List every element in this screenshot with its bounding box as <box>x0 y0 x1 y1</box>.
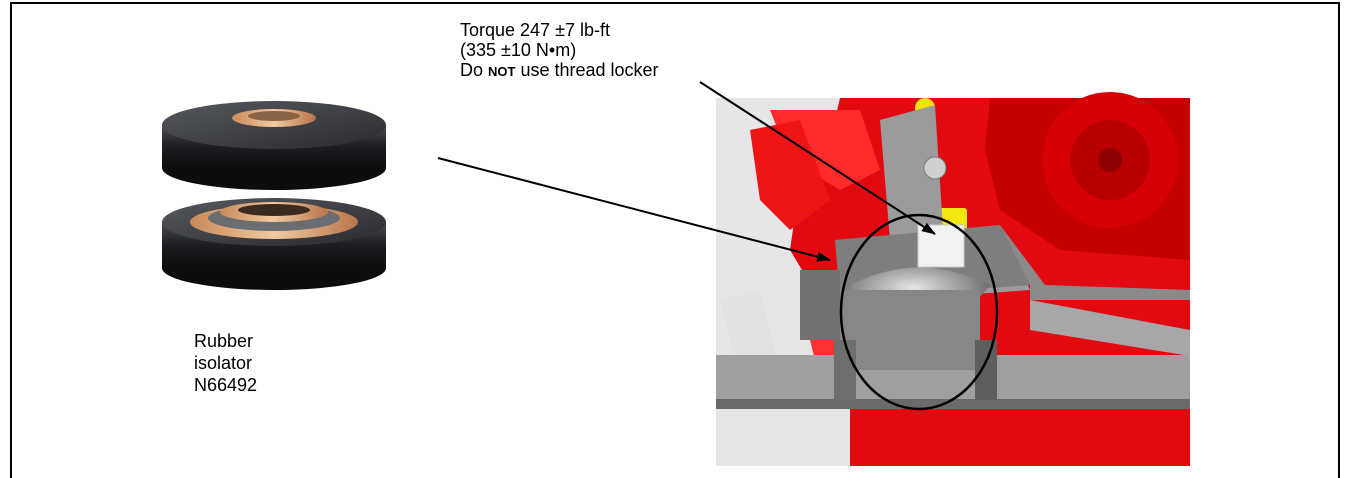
torque-spec-imperial: Torque 247 ±7 lb-ft <box>460 20 610 40</box>
part-number: N66492 <box>194 375 258 395</box>
rubber-isolator-image <box>162 101 386 290</box>
thread-locker-suffix: use thread locker <box>515 60 659 80</box>
thread-locker-note: Do NOT use thread locker <box>460 60 659 82</box>
thread-locker-prefix: Do <box>460 60 489 80</box>
highlight-circle <box>839 213 999 411</box>
figure-frame <box>10 2 1340 478</box>
isolator-leader-arrow <box>437 157 831 262</box>
not-emphasis: NOT <box>488 64 516 79</box>
part-label-line2: isolator <box>194 353 253 373</box>
torque-spec-metric: (335 ±10 N•m) <box>460 40 577 60</box>
part-label: Rubber isolator N66492 <box>194 330 257 396</box>
torque-callout: Torque 247 ±7 lb-ft (335 ±10 N•m) Do NOT… <box>460 20 659 82</box>
engine-mount-photo <box>716 92 1190 466</box>
part-label-line1: Rubber <box>194 331 254 351</box>
torque-leader-arrow <box>699 81 936 235</box>
